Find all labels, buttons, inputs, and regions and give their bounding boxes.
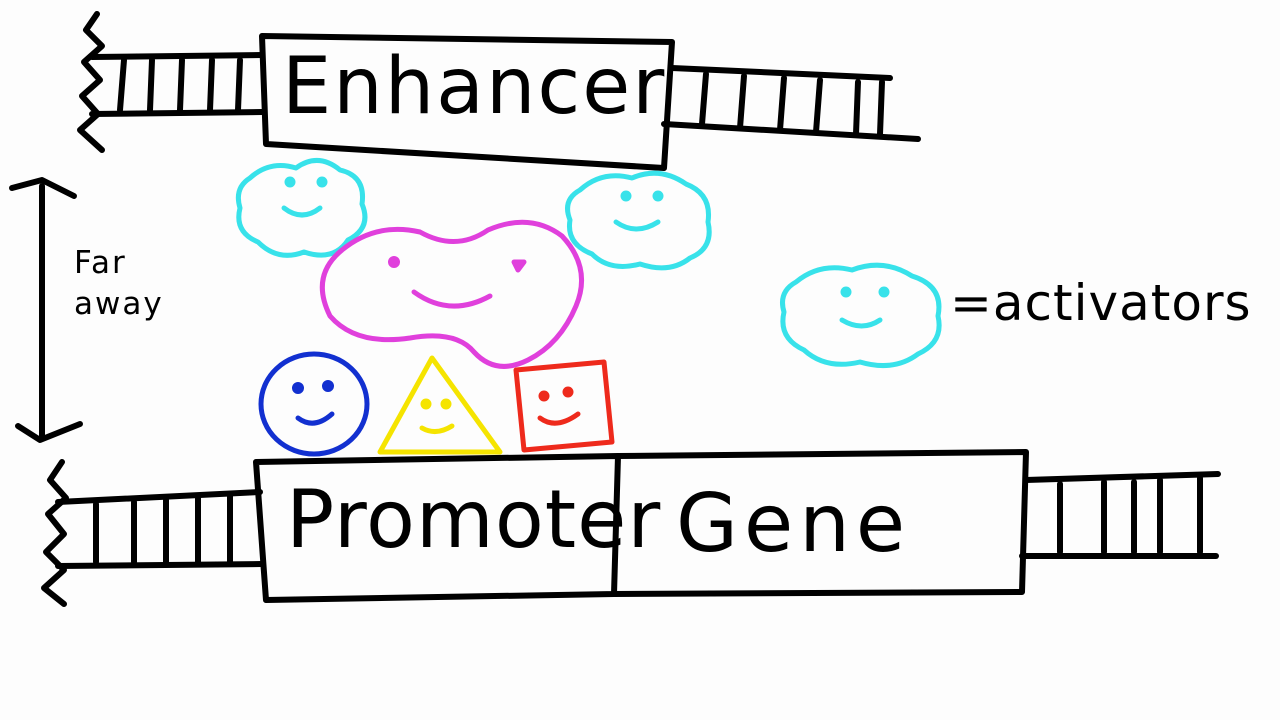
dna-rail bbox=[89, 109, 265, 117]
eye bbox=[388, 256, 400, 268]
smile bbox=[537, 411, 581, 426]
base-pair bbox=[813, 77, 823, 135]
eye bbox=[440, 398, 452, 410]
activators-legend-label: =activators bbox=[950, 274, 1252, 332]
base-pair bbox=[235, 57, 243, 113]
dna-break-zigzag-bottom bbox=[41, 459, 69, 607]
factor-square-red bbox=[513, 359, 615, 453]
activator-cloud-legend bbox=[780, 262, 942, 369]
base-pair bbox=[699, 71, 709, 127]
distance-label: Far away bbox=[74, 243, 164, 325]
activator-cloud-left bbox=[235, 158, 368, 258]
arrow-head-down bbox=[15, 421, 83, 443]
eye bbox=[292, 382, 304, 394]
gene-box bbox=[611, 449, 1029, 597]
eye bbox=[652, 190, 664, 202]
base-pair bbox=[777, 75, 787, 133]
base-pair bbox=[147, 57, 155, 113]
smile bbox=[613, 219, 661, 232]
eye bbox=[562, 386, 574, 398]
dna-rail bbox=[1023, 471, 1221, 483]
dna-rail bbox=[55, 489, 263, 505]
eye bbox=[322, 380, 334, 392]
eye bbox=[511, 259, 527, 273]
dna-rail bbox=[661, 121, 921, 142]
dna-rail bbox=[89, 52, 265, 60]
eye bbox=[620, 190, 632, 202]
distance-label-line2: away bbox=[74, 285, 164, 322]
eye bbox=[878, 286, 890, 298]
base-pair bbox=[117, 57, 127, 113]
eye bbox=[316, 176, 328, 188]
enhancer-label: Enhancer bbox=[282, 42, 667, 132]
enhancer-dna-strand bbox=[77, 11, 921, 171]
smile bbox=[419, 423, 455, 434]
dna-break-zigzag-top bbox=[77, 11, 105, 153]
smile bbox=[839, 317, 883, 329]
distance-arrow bbox=[9, 177, 83, 443]
eye bbox=[420, 398, 432, 410]
factor-triangle-yellow bbox=[377, 355, 503, 455]
gene-label: Gene bbox=[676, 477, 912, 570]
distance-label-line1: Far bbox=[74, 245, 127, 281]
base-pair bbox=[737, 73, 747, 131]
mediator-complex bbox=[319, 219, 585, 369]
activator-cloud-right bbox=[565, 170, 712, 271]
enhancer-box bbox=[259, 33, 675, 171]
base-pair bbox=[207, 57, 215, 113]
eye bbox=[840, 286, 852, 298]
dna-rail bbox=[55, 561, 265, 569]
promoter-label: Promoter bbox=[286, 473, 662, 566]
base-pair bbox=[877, 79, 885, 137]
eye bbox=[538, 390, 550, 402]
base-pair bbox=[853, 79, 861, 137]
arrow-head-up bbox=[9, 177, 77, 199]
base-pair bbox=[177, 57, 185, 113]
smile bbox=[281, 205, 323, 218]
factor-circle-blue bbox=[258, 351, 370, 457]
smile bbox=[411, 289, 493, 309]
smile bbox=[295, 411, 335, 426]
promoter-gene-dna-strand bbox=[41, 449, 1221, 607]
dna-rail bbox=[669, 65, 893, 81]
eye bbox=[284, 176, 296, 188]
